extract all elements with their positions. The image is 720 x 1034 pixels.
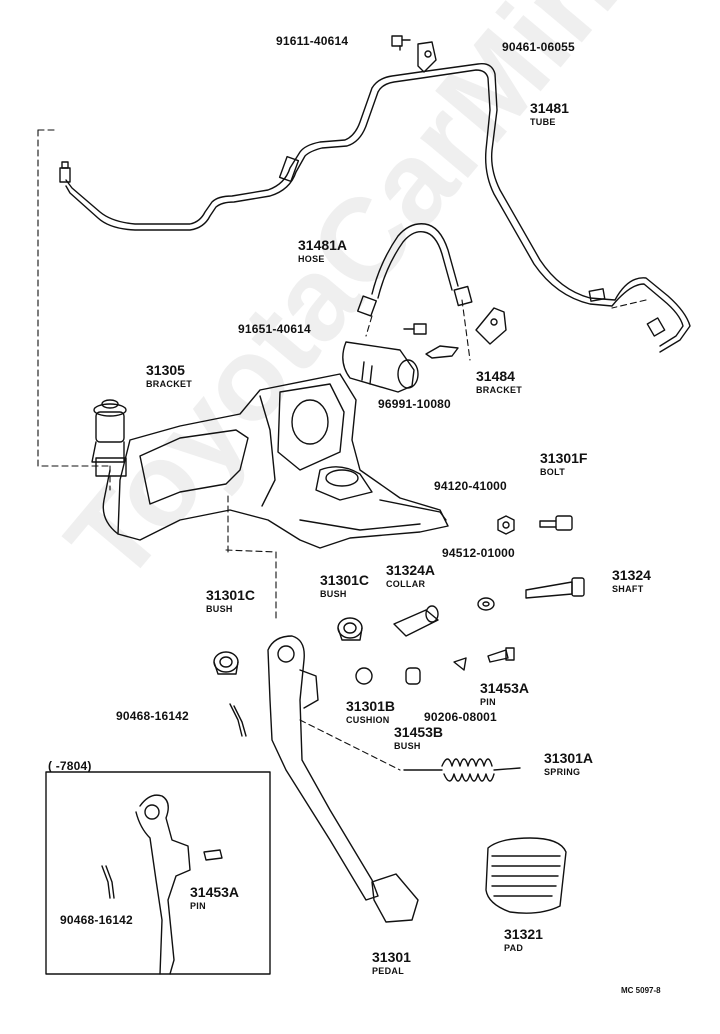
label-p5: 91651-40614 — [238, 322, 311, 336]
inset-box — [45, 771, 271, 975]
label-p20: 90468-16142 — [116, 709, 189, 723]
bolt-91651 — [403, 323, 427, 335]
cushion-31301b — [355, 667, 373, 685]
pad-31321 — [485, 837, 567, 914]
collar-31324a — [393, 605, 439, 637]
clip-96991 — [425, 345, 459, 359]
label-p23: 90468-16142 — [60, 913, 133, 927]
bolt-91611 — [391, 35, 411, 51]
pedal-31301 — [267, 635, 419, 923]
bush-31301c-left — [213, 651, 239, 675]
bracket-31484 — [475, 307, 507, 345]
label-p18: 90206-08001 — [424, 710, 497, 724]
inset-range-label: ( -7804) — [48, 759, 92, 773]
label-p7: 96991-10080 — [378, 397, 451, 411]
label-p10: 94120-41000 — [434, 479, 507, 493]
master-cylinder — [91, 399, 127, 477]
clip-90461 — [417, 41, 437, 73]
cotter-pin-90468 — [229, 703, 247, 737]
bolt-31301f — [539, 515, 573, 531]
cylinder-assembly — [342, 341, 419, 393]
footer-code: MC 5097-8 — [621, 986, 661, 995]
pin-31453a — [487, 647, 515, 663]
label-p1: 91611-40614 — [276, 34, 349, 48]
clip-90206 — [453, 657, 467, 671]
tube-31481 — [59, 63, 691, 353]
guide-lines — [37, 129, 647, 771]
shaft-31324 — [525, 577, 585, 599]
washer-94512 — [477, 597, 495, 611]
nut-94120 — [497, 515, 515, 535]
label-p2: 90461-06055 — [502, 40, 575, 54]
hose-31481a — [356, 223, 473, 317]
bush-31453b — [405, 667, 421, 685]
bush-31301c-right — [337, 617, 363, 641]
spring-31301a — [403, 758, 521, 782]
label-p11: 94512-01000 — [442, 546, 515, 560]
bracket-31305 — [102, 373, 449, 549]
